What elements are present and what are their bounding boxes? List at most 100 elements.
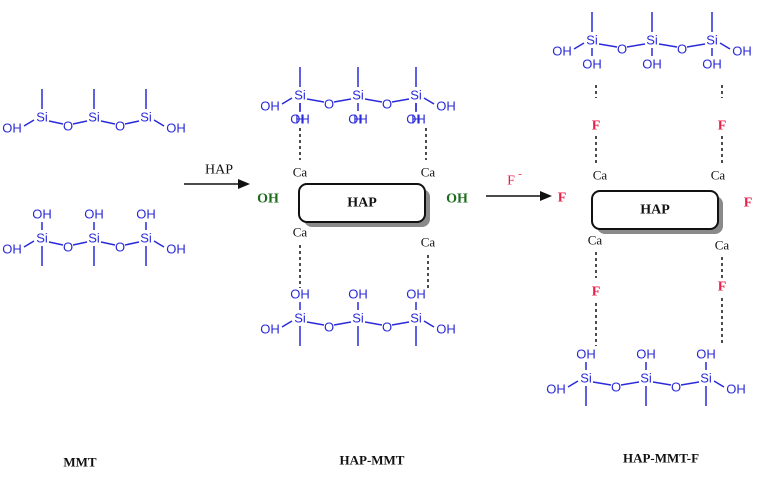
fluorine-label: F bbox=[718, 280, 727, 295]
terminal-bond bbox=[423, 97, 435, 105]
terminal-bond bbox=[573, 42, 585, 50]
terminal-hydroxyl-right: OH bbox=[166, 242, 186, 257]
silicon-label: Si bbox=[88, 110, 100, 125]
bridge-oxygen-label: O bbox=[382, 320, 392, 335]
bridge-oxygen-label: O bbox=[63, 240, 73, 255]
siloxane-bond bbox=[598, 43, 618, 48]
hap-reaction-arrow bbox=[184, 179, 250, 189]
inner-hydroxyl-label: OH bbox=[290, 287, 310, 302]
bridge-oxygen-label: O bbox=[677, 42, 687, 57]
calcium-label: Ca bbox=[593, 168, 608, 183]
siloxane-bond bbox=[100, 241, 116, 246]
inner-hydroxyl-label: OH bbox=[406, 112, 426, 127]
siloxane-bond bbox=[124, 241, 140, 246]
siloxane-bond bbox=[620, 381, 640, 386]
siloxane-bond bbox=[48, 120, 64, 125]
siloxane-bond bbox=[652, 381, 672, 386]
stage-captions: MMT HAP-MMT HAP-MMT-F bbox=[63, 451, 699, 470]
inner-hydroxyl-label: OH bbox=[636, 347, 656, 362]
hap-mmt-f-block: HAP bbox=[591, 190, 723, 234]
silicon-label: Si bbox=[410, 311, 422, 326]
terminal-hydroxyl-left: OH bbox=[2, 242, 22, 257]
fluorine-label: F bbox=[718, 119, 727, 134]
fluoride-reagent-label: F bbox=[507, 174, 515, 189]
inner-hydroxyl-label: OH bbox=[84, 207, 104, 222]
fluorine-left-label: F bbox=[558, 191, 567, 206]
hap-reagent-label: HAP bbox=[205, 163, 233, 178]
stage-caption: HAP-MMT-F bbox=[623, 451, 699, 466]
hap-mmt-block: HAP bbox=[298, 183, 430, 227]
hydrogen-label: H bbox=[353, 112, 362, 127]
silicon-label: Si bbox=[352, 311, 364, 326]
siloxane-bond bbox=[680, 381, 700, 386]
terminal-hydroxyl-right: OH bbox=[726, 382, 746, 397]
calcium-label: Ca bbox=[293, 225, 308, 240]
inner-hydroxyl-label: OH bbox=[348, 287, 368, 302]
calcium-label: Ca bbox=[293, 165, 308, 180]
silicon-label: Si bbox=[410, 88, 422, 103]
siloxane-bond bbox=[72, 241, 88, 246]
siloxane-bond bbox=[626, 43, 646, 48]
siloxane-bond bbox=[100, 120, 116, 125]
hydrogen-label: H bbox=[411, 112, 420, 127]
fluorine-label: F bbox=[592, 119, 601, 134]
inner-hydroxyl-label: OH bbox=[32, 207, 52, 222]
hap-block-label: HAP bbox=[347, 196, 377, 211]
terminal-bond bbox=[281, 320, 293, 328]
calcium-label: Ca bbox=[421, 165, 436, 180]
bridge-oxygen-label: O bbox=[324, 320, 334, 335]
hap-block-outline bbox=[591, 190, 719, 230]
fluorine-label: F bbox=[592, 285, 601, 300]
arrow-head bbox=[540, 191, 552, 201]
hydroxyl-label: OH bbox=[642, 57, 662, 72]
inner-hydroxyl-label: OH bbox=[348, 112, 368, 127]
calcium-label: Ca bbox=[711, 168, 726, 183]
terminal-hydroxyl-left: OH bbox=[260, 99, 280, 114]
hydroxyl-group-right: OH bbox=[446, 192, 468, 207]
hydroxyl-label: OH bbox=[702, 57, 722, 72]
siloxane-bond bbox=[48, 241, 64, 246]
silicon-label: Si bbox=[140, 110, 152, 125]
silicon-label: Si bbox=[580, 371, 592, 386]
terminal-hydroxyl-left: OH bbox=[260, 322, 280, 337]
calcium-label: Ca bbox=[588, 233, 603, 248]
silicon-label: Si bbox=[36, 231, 48, 246]
silicon-label: Si bbox=[88, 231, 100, 246]
terminal-hydroxyl-right: OH bbox=[436, 322, 456, 337]
hap-block-outline bbox=[298, 183, 426, 223]
siloxane-bond bbox=[364, 321, 383, 326]
calcium-label: Ca bbox=[421, 235, 436, 250]
terminal-hydroxyl-right: OH bbox=[732, 44, 752, 59]
bridge-oxygen-label: O bbox=[115, 240, 125, 255]
silicon-label: Si bbox=[646, 33, 658, 48]
terminal-hydroxyl-left: OH bbox=[546, 382, 566, 397]
stage-caption: HAP-MMT bbox=[340, 453, 405, 468]
terminal-bond bbox=[153, 119, 165, 127]
terminal-bond bbox=[153, 240, 165, 248]
fluoride-reaction-arrow bbox=[486, 191, 552, 201]
bridge-oxygen-label: O bbox=[382, 97, 392, 112]
terminal-hydroxyl-right: OH bbox=[436, 99, 456, 114]
hydroxyl-label: OH bbox=[582, 57, 602, 72]
silicon-label: Si bbox=[140, 231, 152, 246]
silicon-label: Si bbox=[294, 311, 306, 326]
siloxane-bond bbox=[686, 43, 706, 48]
hap-block-label: HAP bbox=[640, 203, 670, 218]
stage-caption: MMT bbox=[63, 455, 97, 470]
silicon-label: Si bbox=[294, 88, 306, 103]
siloxane-bond bbox=[333, 321, 352, 326]
fluoride-charge-label: - bbox=[518, 168, 522, 180]
silicon-label: Si bbox=[352, 88, 364, 103]
terminal-bond bbox=[23, 119, 35, 127]
hydrogen-label: H bbox=[295, 112, 304, 127]
terminal-hydroxyl-left: OH bbox=[552, 44, 572, 59]
terminal-bond bbox=[713, 380, 725, 388]
